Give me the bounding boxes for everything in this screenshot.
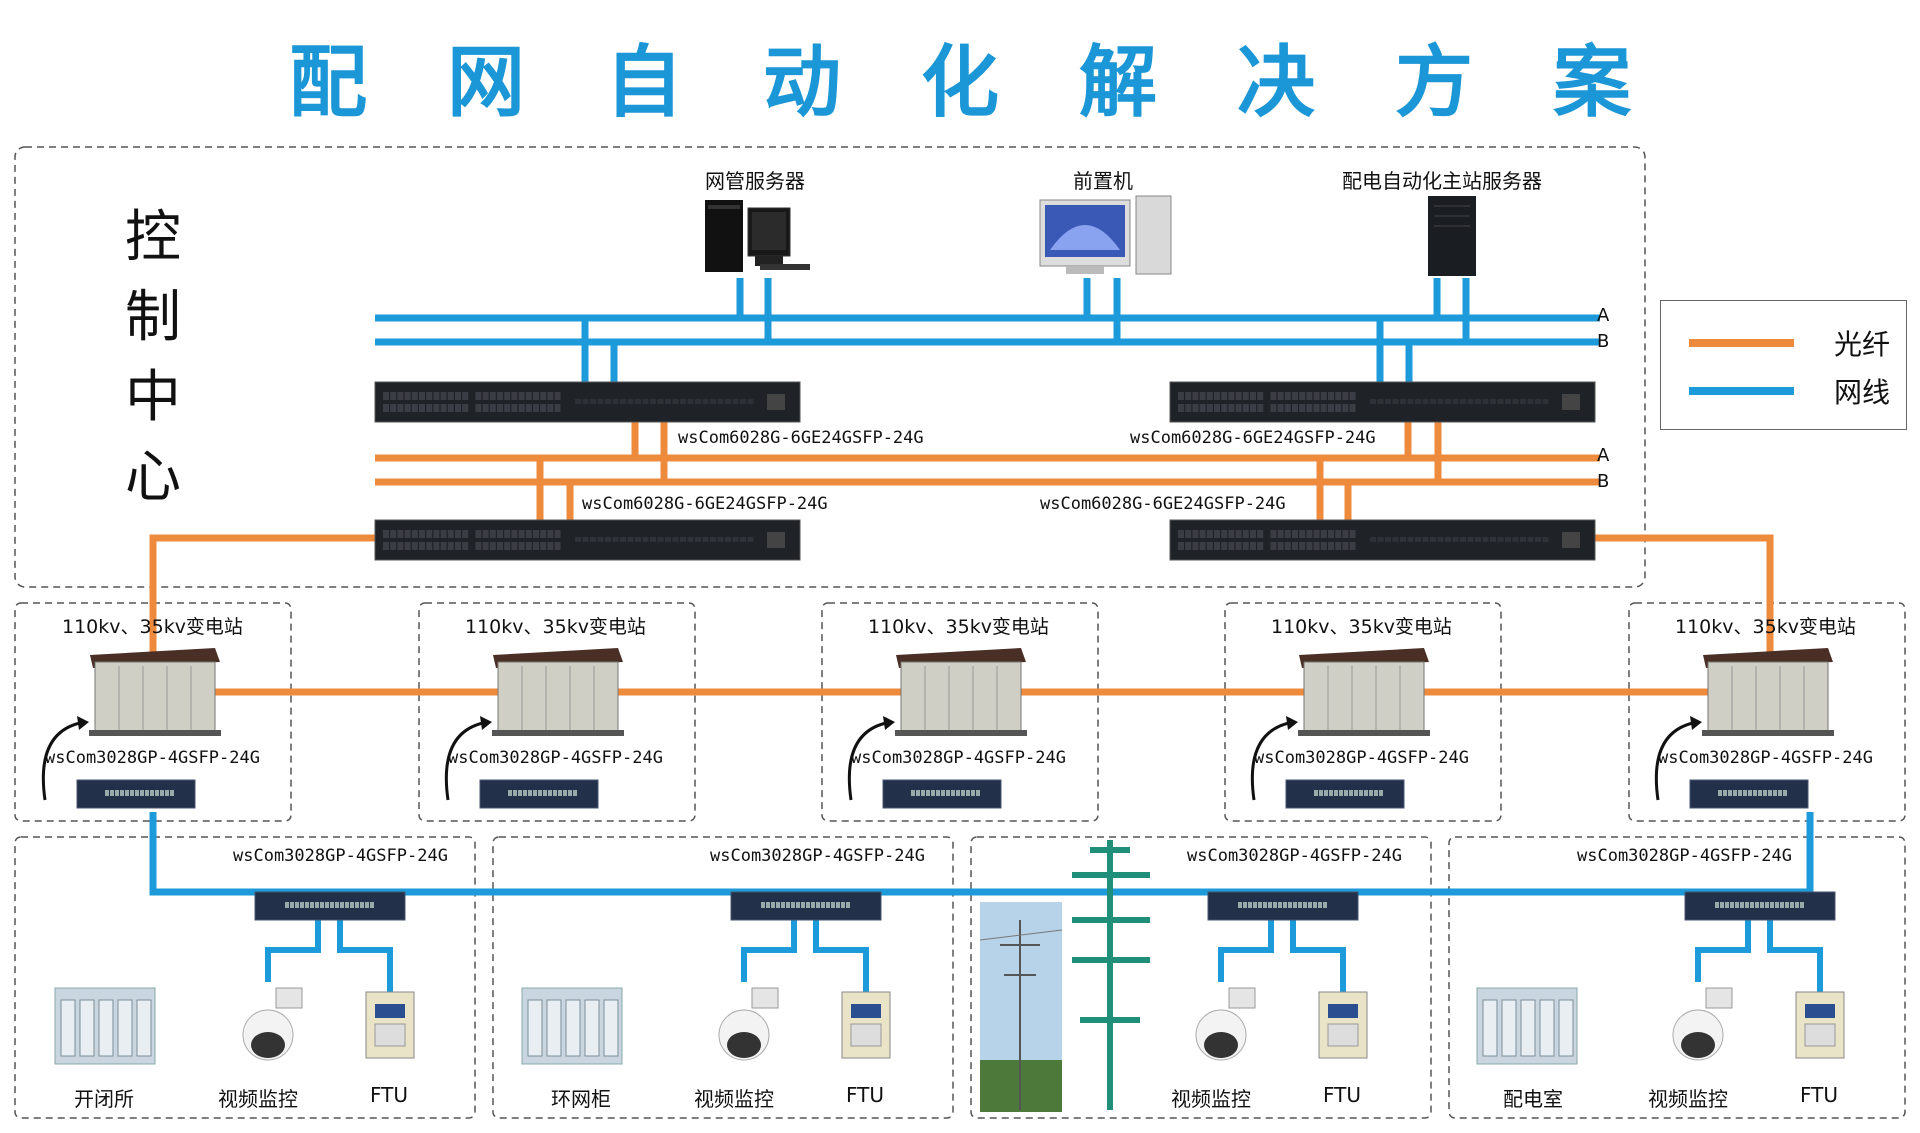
fiber-ring-a-label: A bbox=[1597, 445, 1610, 466]
site-photo bbox=[521, 987, 623, 1065]
substation-kiosk-icon bbox=[847, 648, 1027, 801]
ftu-label-4: FTU bbox=[1800, 1083, 1839, 1107]
camera-label-2: 视频监控 bbox=[694, 1087, 774, 1111]
field-box-1 bbox=[14, 836, 476, 1119]
substation-switch-label-3: wsCom3028GP-4GSFP-24G bbox=[851, 748, 1066, 768]
master-station-server-icon bbox=[1428, 196, 1476, 276]
camera-label-4: 视频监控 bbox=[1648, 1087, 1728, 1111]
ftu-icon bbox=[1795, 991, 1845, 1059]
page-title: 配网自动化解决方案 bbox=[288, 38, 1711, 128]
site-photo bbox=[54, 987, 156, 1065]
substation-switch-label-5: wsCom3028GP-4GSFP-24G bbox=[1658, 748, 1873, 768]
control-center-box bbox=[14, 146, 1646, 588]
substation-label-3: 110kv、35kv变电站 bbox=[868, 616, 1049, 638]
substation-switch-label-2: wsCom3028GP-4GSFP-24G bbox=[448, 748, 663, 768]
core-switches bbox=[374, 381, 1596, 561]
legend-fiber-label: 光纤 bbox=[1834, 328, 1891, 361]
substation-box-3 bbox=[821, 602, 1099, 822]
legend-cable-swatch bbox=[1689, 387, 1794, 395]
access-switch-icon bbox=[882, 779, 1002, 809]
core-switch-label-2: wsCom6028G-6GE24GSFP-24G bbox=[1130, 428, 1376, 448]
substation-kiosk-icon bbox=[1250, 648, 1430, 801]
core-switch-label-3: wsCom6028G-6GE24GSFP-24G bbox=[582, 494, 828, 514]
legend-cable: 网线 bbox=[1689, 371, 1899, 411]
core-switch-label-4: wsCom6028G-6GE24GSFP-24G bbox=[1040, 494, 1286, 514]
nms-server-label: 网管服务器 bbox=[705, 169, 805, 193]
camera-icon bbox=[1195, 987, 1256, 1061]
field-box-3 bbox=[970, 836, 1432, 1119]
substation-kiosk-icon bbox=[444, 648, 624, 801]
site-photo bbox=[1476, 987, 1578, 1065]
field-switch-icon bbox=[254, 891, 406, 921]
power-pole-icon bbox=[979, 840, 1150, 1112]
access-switch-icon bbox=[479, 779, 599, 809]
ftu-icon bbox=[1318, 991, 1368, 1059]
field-switch-icon bbox=[1207, 891, 1359, 921]
fiber-ring-b-label: B bbox=[1597, 471, 1610, 492]
substation-box-4 bbox=[1224, 602, 1502, 822]
field-branches bbox=[265, 920, 1823, 992]
camera-label-1: 视频监控 bbox=[218, 1087, 298, 1111]
legend-cable-label: 网线 bbox=[1834, 376, 1891, 409]
cable-ring-b-label: B bbox=[1597, 331, 1610, 352]
core-switch-icon bbox=[1169, 381, 1596, 423]
ftu-icon bbox=[841, 991, 891, 1059]
core-switch-label-1: wsCom6028G-6GE24GSFP-24G bbox=[678, 428, 924, 448]
field-switch-icon bbox=[730, 891, 882, 921]
core-switch-icon bbox=[374, 519, 801, 561]
site-label-4: 配电室 bbox=[1503, 1087, 1563, 1111]
substation-kiosk-icon bbox=[41, 648, 221, 801]
substation-switch-label-4: wsCom3028GP-4GSFP-24G bbox=[1254, 748, 1469, 768]
core-switch-icon bbox=[374, 381, 801, 423]
front-end-label: 前置机 bbox=[1073, 169, 1133, 193]
legend: 光纤 网线 bbox=[1660, 300, 1907, 430]
camera-icon bbox=[1672, 987, 1733, 1061]
field-switch-label-1: wsCom3028GP-4GSFP-24G bbox=[233, 846, 448, 866]
substation-box-2 bbox=[418, 602, 696, 822]
field-box-4 bbox=[1448, 836, 1906, 1119]
front-end-computer-icon bbox=[1039, 195, 1172, 275]
substation-label-1: 110kv、35kv变电站 bbox=[62, 616, 243, 638]
control-center-label: 控制中心 bbox=[125, 205, 181, 510]
ftu-icon bbox=[365, 991, 415, 1059]
legend-fiber-swatch bbox=[1689, 339, 1794, 347]
access-switch-icon bbox=[1689, 779, 1809, 809]
substation-label-4: 110kv、35kv变电站 bbox=[1271, 616, 1452, 638]
cable-ring-a-label: A bbox=[1597, 305, 1610, 326]
field-box-2 bbox=[492, 836, 954, 1119]
substation-graphics bbox=[41, 648, 1834, 809]
camera-icon bbox=[242, 987, 303, 1061]
ftu-label-1: FTU bbox=[370, 1083, 409, 1107]
nms-server-icon bbox=[705, 200, 810, 272]
access-switch-icon bbox=[76, 779, 196, 809]
core-switch-icon bbox=[1169, 519, 1596, 561]
field-switch-icon bbox=[1684, 891, 1836, 921]
access-switch-icon bbox=[1285, 779, 1405, 809]
camera-icon bbox=[718, 987, 779, 1061]
substation-label-2: 110kv、35kv变电站 bbox=[465, 616, 646, 638]
field-switch-label-2: wsCom3028GP-4GSFP-24G bbox=[710, 846, 925, 866]
field-switch-label-4: wsCom3028GP-4GSFP-24G bbox=[1577, 846, 1792, 866]
substation-label-5: 110kv、35kv变电站 bbox=[1675, 616, 1856, 638]
field-switch-label-3: wsCom3028GP-4GSFP-24G bbox=[1187, 846, 1402, 866]
substation-kiosk-icon bbox=[1654, 648, 1834, 801]
ftu-label-2: FTU bbox=[846, 1083, 885, 1107]
cable-lines bbox=[149, 278, 1814, 920]
site-label-1: 开闭所 bbox=[74, 1087, 134, 1111]
ftu-label-3: FTU bbox=[1323, 1083, 1362, 1107]
substation-switch-label-1: wsCom3028GP-4GSFP-24G bbox=[45, 748, 260, 768]
legend-fiber: 光纤 bbox=[1689, 323, 1899, 363]
site-label-2: 环网柜 bbox=[551, 1087, 611, 1111]
field-graphics bbox=[54, 891, 1845, 1065]
camera-label-3: 视频监控 bbox=[1171, 1087, 1251, 1111]
master-station-label: 配电自动化主站服务器 bbox=[1342, 169, 1542, 193]
